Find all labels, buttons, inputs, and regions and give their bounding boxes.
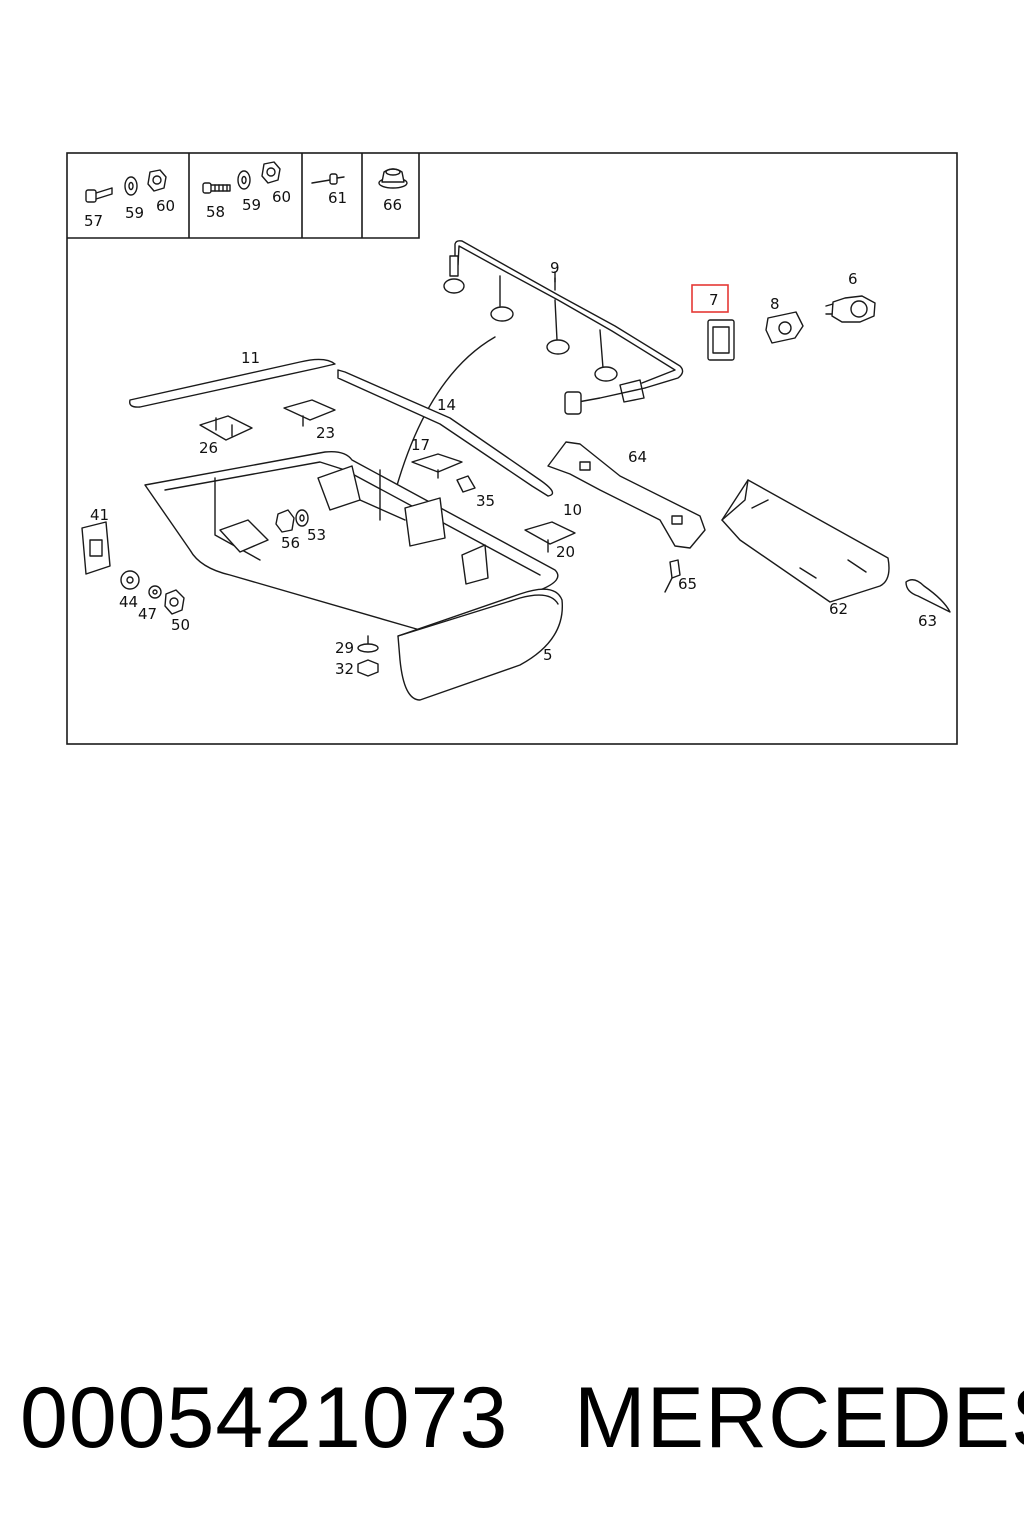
nut-icon (261, 161, 281, 184)
callout-41: 41 (90, 506, 109, 524)
hw-label-66: 66 (383, 196, 402, 214)
part-8-sensor-ring (765, 311, 804, 344)
washer-icon (295, 509, 309, 527)
callout-5: 5 (543, 646, 553, 664)
callout-10: 10 (563, 501, 582, 519)
part-64-bracket (547, 441, 706, 549)
callout-8: 8 (770, 295, 780, 313)
part-35-clip (456, 475, 476, 493)
washer-icon (120, 570, 140, 590)
bumper-carrier (144, 450, 559, 631)
grommet-icon (378, 168, 408, 189)
part-11-trim-strip (129, 358, 336, 408)
washer-icon (124, 176, 138, 196)
hw-label-57: 57 (84, 212, 103, 230)
hw-label-61: 61 (328, 189, 347, 207)
bolt-icon (85, 187, 113, 203)
callout-65: 65 (678, 575, 697, 593)
part-62-panel (721, 479, 890, 603)
nut-icon (164, 589, 185, 615)
hardware-box-1: 57 59 60 (84, 169, 175, 230)
lamp-socket-icon (546, 339, 570, 355)
highlight-box (691, 284, 729, 313)
lamp-socket-icon (490, 306, 514, 322)
callout-53: 53 (307, 526, 326, 544)
part-10-trim-strip (337, 369, 554, 497)
pin-icon (311, 173, 345, 185)
callout-6: 6 (848, 270, 858, 288)
parts-diagram: 57 59 60 58 59 60 (66, 152, 958, 745)
callout-64: 64 (628, 448, 647, 466)
callout-26: 26 (199, 439, 218, 457)
callout-62: 62 (829, 600, 848, 618)
callout-11: 11 (241, 349, 260, 367)
callout-7: 7 (709, 291, 719, 309)
callout-56: 56 (281, 534, 300, 552)
bolt-icon (202, 182, 231, 194)
nut-icon (357, 659, 379, 677)
callout-50: 50 (171, 616, 190, 634)
hw-label-59: 59 (242, 196, 261, 214)
hw-label-59: 59 (125, 204, 144, 222)
hardware-box-3: 61 (311, 173, 347, 207)
part-26-bracket (199, 415, 253, 441)
brand-name: MERCEDES (574, 1370, 1024, 1466)
callout-32: 32 (335, 660, 354, 678)
hardware-44-47-50 (120, 570, 185, 615)
callout-44: 44 (119, 593, 138, 611)
nut-icon (275, 509, 295, 533)
callout-47: 47 (138, 605, 157, 623)
washer-icon (237, 170, 251, 190)
part-5-bumper-cover (397, 588, 563, 701)
part-17-bracket (411, 453, 463, 479)
callout-29: 29 (335, 639, 354, 657)
hw-label-60: 60 (156, 197, 175, 215)
hardware-box-4: 66 (378, 168, 408, 214)
callout-63: 63 (918, 612, 937, 630)
part-65-pin (664, 559, 681, 593)
hardware-53-56 (275, 509, 309, 533)
washer-icon (357, 643, 379, 653)
wiring-harness (443, 240, 684, 415)
diagram-frame (66, 152, 958, 745)
part-6-sensor (825, 295, 876, 323)
part-number: 0005421073 (20, 1370, 509, 1466)
washer-icon (148, 585, 162, 599)
part-20-bracket (524, 521, 576, 553)
callout-20: 20 (556, 543, 575, 561)
callout-14: 14 (437, 396, 456, 414)
part-23-bracket (283, 399, 336, 427)
footer: 0005421073 MERCEDES (0, 1370, 1024, 1470)
part-7-clip (691, 284, 735, 361)
part-63-trim-end (905, 579, 951, 613)
lamp-socket-icon (594, 366, 618, 382)
callout-17: 17 (411, 436, 430, 454)
callout-9: 9 (550, 259, 560, 277)
hardware-box-2: 58 59 60 (202, 161, 291, 221)
hardware-legend: 57 59 60 58 59 60 (67, 153, 420, 239)
callout-labels: 9 7 8 6 11 14 26 23 17 35 64 10 20 41 56… (90, 259, 937, 678)
connector-plug-icon (564, 379, 645, 415)
callout-35: 35 (476, 492, 495, 510)
hardware-29-32 (357, 635, 379, 677)
nut-icon (147, 169, 167, 192)
part-41-bracket (81, 521, 111, 575)
hw-label-60: 60 (272, 188, 291, 206)
callout-23: 23 (316, 424, 335, 442)
hw-label-58: 58 (206, 203, 225, 221)
lamp-socket-icon (443, 255, 465, 294)
